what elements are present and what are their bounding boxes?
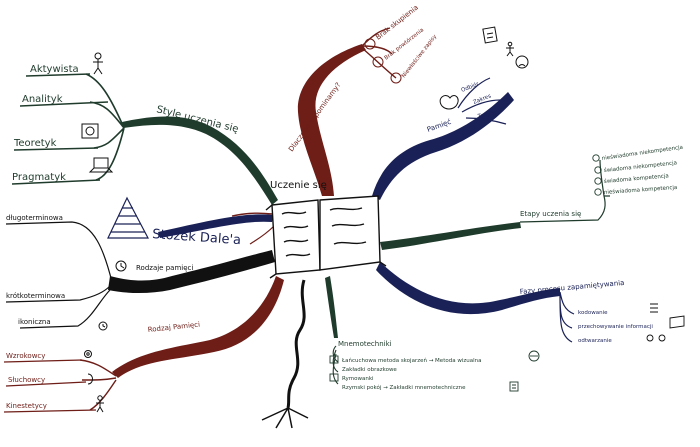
pamiec-item-krotko: krótkoterminowa [6,292,65,300]
pamiec-stan-item-zakres: Zakres [473,93,493,106]
etapy-branch-label: Etapy uczenia się [520,210,581,218]
style-item-pragmatyk: Pragmatyk [12,172,66,183]
mnemo-icons [329,350,540,392]
pamiec-connectors [5,221,113,329]
style-bracket [85,73,125,181]
center-label: Uczenie się [270,180,327,191]
branch-root [286,279,306,409]
branch-pamiec [108,250,275,293]
pamiec-stan-item-termin: Termin [476,111,497,120]
etapy-numbers [592,154,602,196]
etapy-item-2: świadoma niekompetencja [603,159,677,174]
laptop-icon [88,157,114,173]
brain-icon [439,95,459,110]
rodzaj-branch-label: Rodzaj Pamięci [147,321,200,334]
etapy-item-4: nieświadoma kompetencja [604,184,678,196]
clock-icon [98,260,127,331]
mnemo-item-rymowanki: Rymowanki [342,376,374,382]
fazy-branch-label: Fazy procesu zapamiętywania [519,279,624,296]
branch-rodzaj [112,276,284,378]
pamiec-branch-label: Rodzaje pamięci [136,264,193,272]
eye-icon [81,123,99,139]
branch-dlaczego [297,44,366,196]
pyramid-icon [107,196,149,239]
checklist-icon [482,26,498,44]
branch-pamiec-stan [372,92,514,200]
style-item-analityk: Analityk [22,94,63,105]
pamiec-item-dlugo: długoterminowa [6,214,63,222]
mnemo-item-rzymski: Rzymski pokój → Zakładki mnemotechniczne [342,384,466,391]
pamiec-item-ikoniczna: ikoniczna [18,318,51,326]
senses-icons [84,350,104,413]
fazy-item-przechowywanie: przechowywanie informacji [578,324,653,330]
fazy-item-kodowanie: kodowanie [578,310,608,316]
style-item-teoretyk: Teoretyk [13,138,57,149]
etapy-item-3: świadoma kompetencja [604,172,670,185]
face-icon [515,55,529,69]
style-item-aktywista: Aktywista [30,64,79,75]
branch-etapy [380,222,521,250]
fazy-bracket [559,291,575,343]
branch-style [122,116,278,205]
dlaczego-circles [364,38,402,84]
mnemo-item-lancuchowa: Łańcuchowa metoda skojarzeń → Metoda wiz… [341,357,481,364]
mnemo-item-zakladki: Zakładki obrazkowe [342,367,397,373]
rodzaj-item-wzrokowcy: Wzrokowcy [6,352,45,360]
fazy-item-odtwarzanie: odtwarzanie [578,338,612,344]
stozek-label: Stożek Dale'a [152,227,242,248]
etapy-item-1: nieświadoma niekompetencja [601,144,683,162]
rodzaj-underlines [3,359,97,413]
pamiec-stan-branch-label: Pamięć [426,118,452,134]
branch-mnemo [325,276,338,338]
book-icon [265,195,387,279]
branch-stozek [158,214,274,238]
mnemo-branch-label: Mnemotechniki [338,340,392,348]
mnemo-bracket [332,345,339,385]
fazy-icons [646,303,685,342]
style-underlines [11,73,109,185]
root-fork [261,407,309,429]
stick-figure-small-icon [506,41,514,57]
pamiec-stan-bracket [457,77,507,125]
branch-thin-maroon [231,212,273,217]
etapy-connector [519,159,610,223]
rodzaj-item-sluchowcy: Słuchowcy [8,376,45,384]
branch-thin-maroon-2 [249,225,275,245]
stick-figure-icon [93,52,103,75]
rodzaj-bracket [79,359,117,411]
rodzaj-item-kinestetycy: Kinestetycy [6,402,47,410]
branch-fazy [376,262,560,315]
